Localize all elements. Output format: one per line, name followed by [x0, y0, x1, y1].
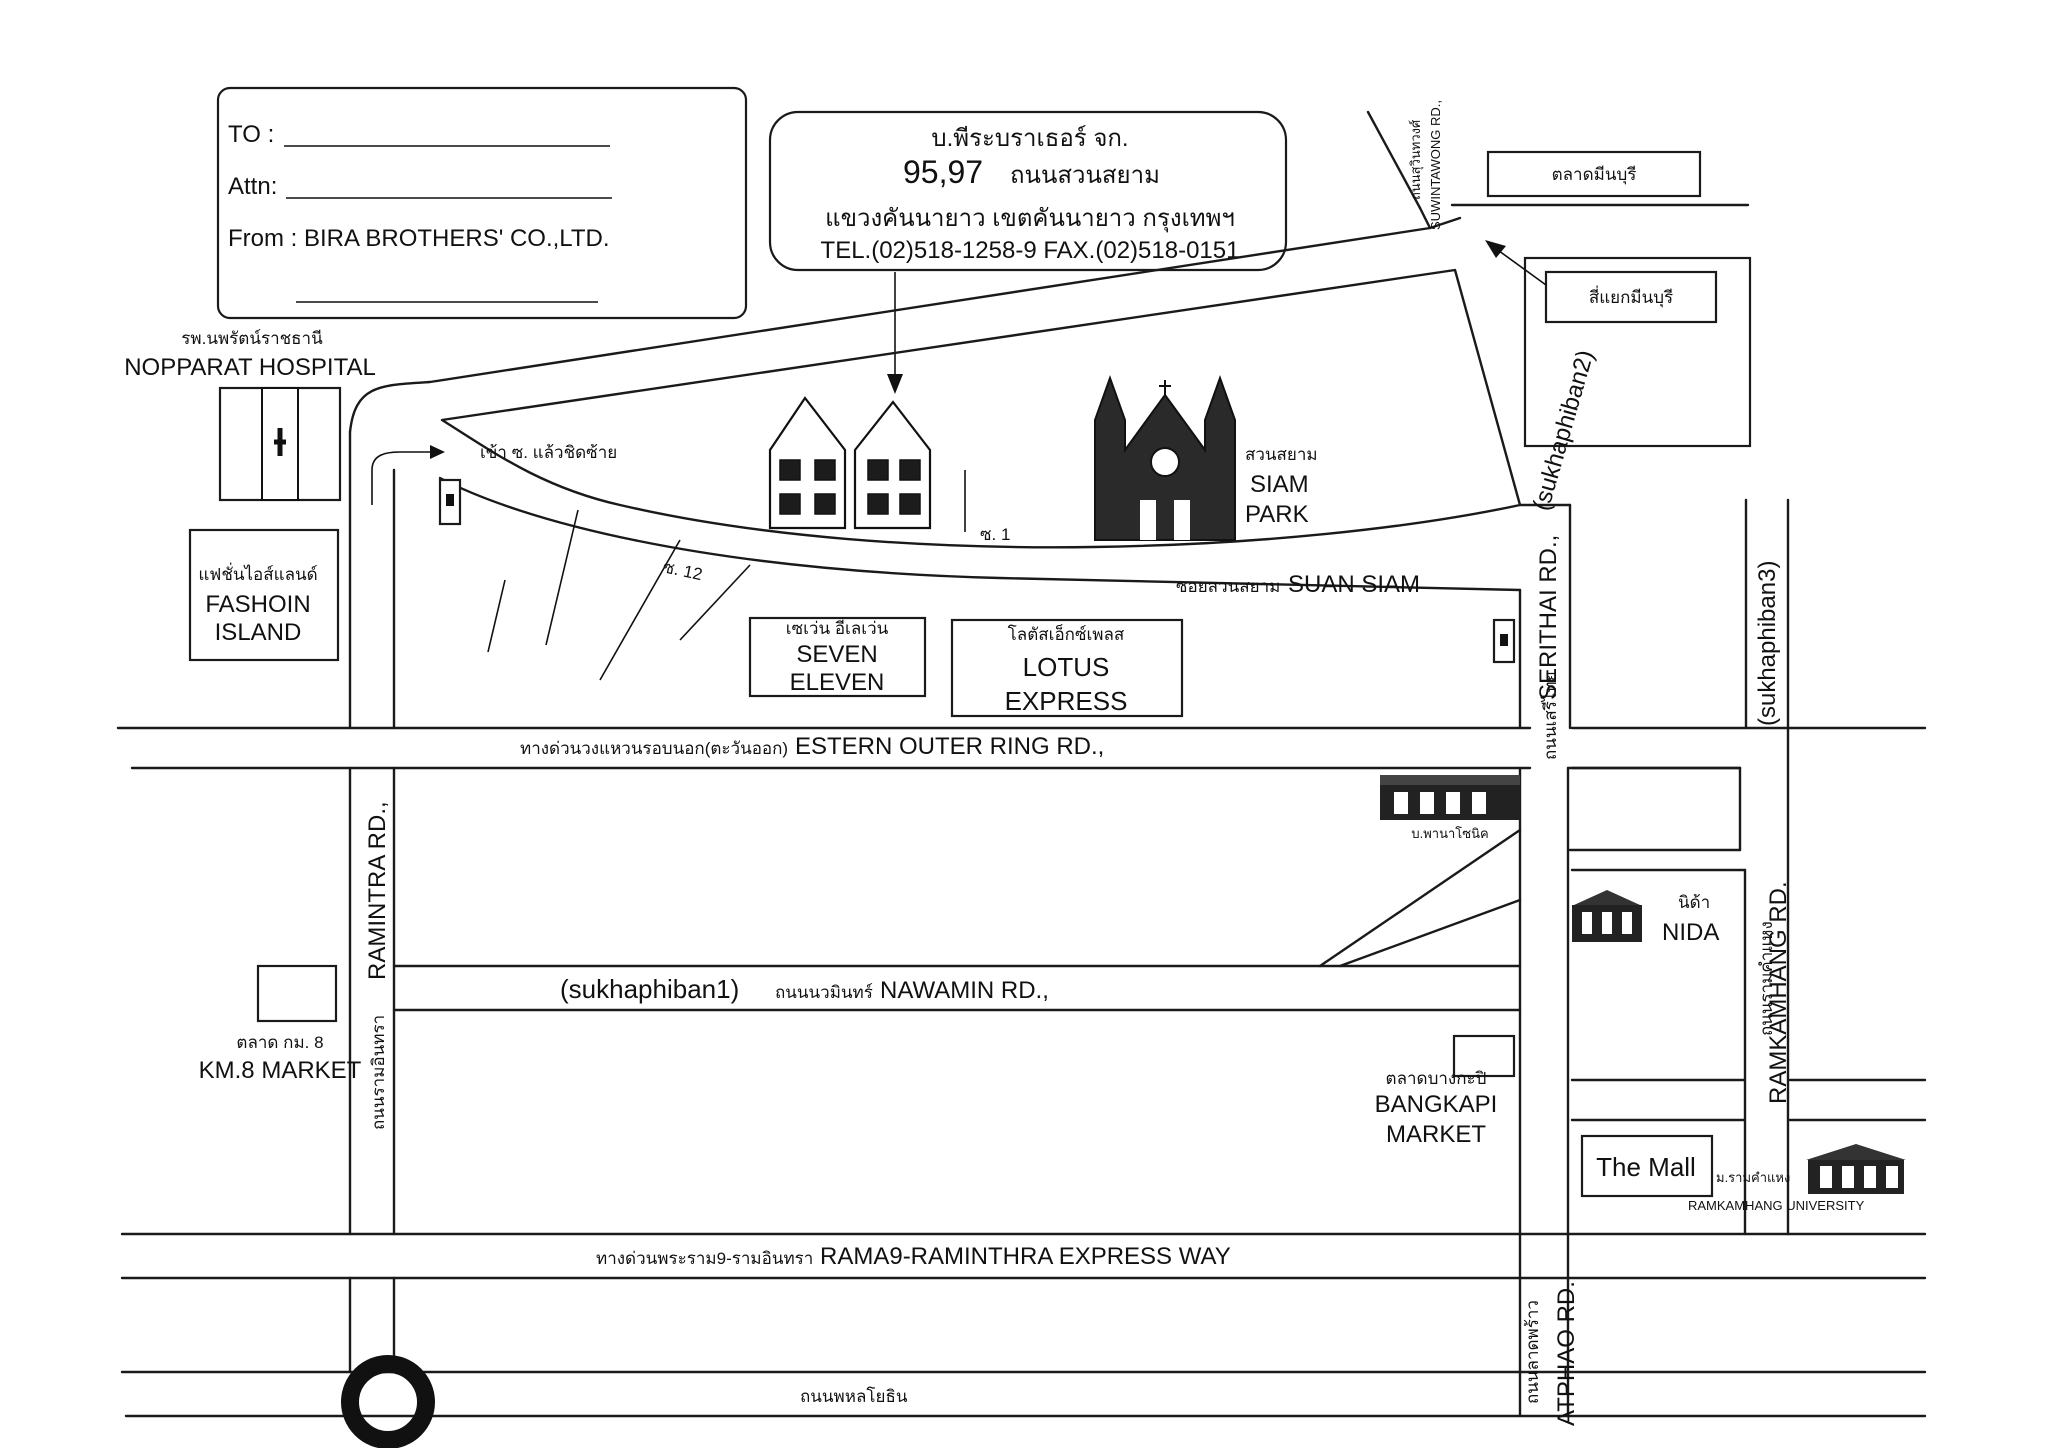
- the-mall-label: The Mall: [1596, 1152, 1696, 1182]
- seven-2: ELEVEN: [790, 669, 885, 696]
- company-buildings-icon: [768, 396, 932, 530]
- ramkhamhaeng-uni-th: ม.รามคำแหง: [1716, 1170, 1790, 1185]
- suan-siam-th: ซอยสวนสยาม: [1176, 577, 1280, 596]
- seven-eleven: เซเว่น อีเลเว่น SEVEN ELEVEN: [748, 616, 927, 698]
- nawamin-th: ถนนนวมินทร์: [775, 983, 873, 1002]
- serithai-en: SERITHAI RD.,: [1535, 535, 1562, 700]
- company-name: บ.พีระบราเธอร์ จก.: [931, 124, 1128, 152]
- expressway-th: ทางด่วนพระราม9-รามอินทรา: [596, 1249, 813, 1268]
- panasonic-th: บ.พานาโซนิค: [1411, 826, 1488, 841]
- km8-th: ตลาด กม. 8: [236, 1033, 323, 1052]
- panasonic-building-icon: [1380, 775, 1520, 820]
- suan-siam-en: SUAN SIAM: [1288, 571, 1420, 598]
- fashion-label-2: ISLAND: [215, 619, 302, 646]
- company-address-box: บ.พีระบราเธอร์ จก. 95,97 ถนนสวนสยาม แขวง…: [768, 110, 1288, 394]
- turn-note-text: เข้า ซ. แล้วชิดซ้าย: [480, 443, 617, 462]
- hospital-label-en: NOPPARAT HOSPITAL: [124, 354, 376, 381]
- sukhaphiban3-label: (sukhaphiban3): [1754, 561, 1781, 726]
- siam-park-1: SIAM: [1250, 471, 1309, 498]
- fashion-label-1: FASHOIN: [205, 591, 310, 618]
- company-street: ถนนสวนสยาม: [1010, 162, 1160, 189]
- siam-park-church-icon: [1094, 375, 1236, 541]
- siam-park-th: สวนสยาม: [1245, 445, 1318, 464]
- roundabout-icon: [341, 1355, 435, 1448]
- soi-1-label: ซ. 1: [980, 525, 1010, 544]
- attn-label: Attn:: [228, 173, 277, 200]
- sukhaphiban1-label: (sukhaphiban1): [560, 974, 739, 1004]
- suwintawong-en: SUWINTAWONG RD.,: [1428, 100, 1443, 230]
- lotus-2: EXPRESS: [1005, 686, 1128, 716]
- from-label: From :: [228, 225, 297, 252]
- ramintra-th: ถนนรามอินทรา: [369, 1015, 388, 1130]
- outer-ring-en: ESTERN OUTER RING RD.,: [795, 733, 1104, 760]
- turn-note: เข้า ซ. แล้วชิดซ้าย: [371, 443, 617, 526]
- hospital-label-th: รพ.นพรัตน์ราชธานี: [181, 329, 323, 348]
- fashion-island: แฟชั่นไอส์แลนด์ FASHOIN ISLAND: [188, 528, 340, 662]
- nawamin-en: NAWAMIN RD.,: [880, 977, 1049, 1004]
- expressway-en: RAMA9-RAMINTHRA EXPRESS WAY: [820, 1243, 1231, 1270]
- hospital-cross-icon: [274, 428, 286, 456]
- nida-building-icon: [1572, 890, 1642, 942]
- siam-park-2: PARK: [1245, 501, 1309, 528]
- from-value: BIRA BROTHERS' CO.,LTD.: [304, 225, 610, 252]
- fashion-label-th: แฟชั่นไอส์แลนด์: [198, 562, 317, 584]
- suwintawong-th: ถนนสุวินทวงศ์: [1408, 119, 1424, 200]
- soi-angled-label: ซ. 12: [661, 557, 704, 584]
- seven-1: SEVEN: [796, 641, 877, 668]
- km8-en: KM.8 MARKET: [199, 1057, 362, 1084]
- lotus-express: โลตัสเอ็กซ์เพลส LOTUS EXPRESS: [950, 618, 1184, 718]
- seven-th: เซเว่น อีเลเว่น: [786, 619, 889, 638]
- university-building-icon: [1806, 1144, 1906, 1194]
- minburi-market: ตลาดมีนบุรี: [1486, 150, 1702, 198]
- minburi-junction: สี่แยกมีนบุรี: [1485, 240, 1718, 324]
- hospital: รพ.นพรัตน์ราชธานี NOPPARAT HOSPITAL: [124, 329, 376, 502]
- minburi-junction-th: สี่แยกมีนบุรี: [1589, 285, 1673, 308]
- ramintra-en: RAMINTRA RD.,: [364, 801, 391, 980]
- bangkapi-1: BANGKAPI: [1375, 1091, 1498, 1118]
- company-district: แขวงคันนายาว เขตคันนายาว กรุงเทพฯ: [825, 205, 1235, 233]
- serithai-th: ถนนเสรีไทย: [1540, 671, 1560, 760]
- nida-en: NIDA: [1662, 919, 1719, 946]
- to-label: TO :: [228, 121, 274, 148]
- latphrao-en: ATPHAO RD.: [1553, 1281, 1580, 1426]
- ramkhamhaeng-uni-en: RAMKAMHANG UNIVERSITY: [1688, 1198, 1865, 1213]
- lotus-1: LOTUS: [1023, 652, 1110, 682]
- nida-th: นิด้า: [1678, 893, 1710, 912]
- address-form: TO : Attn: From : BIRA BROTHERS' CO.,LTD…: [216, 86, 748, 320]
- outer-ring-th: ทางด่วนวงแหวนรอบนอก(ตะวันออก): [520, 739, 788, 758]
- company-number: 95,97: [903, 154, 983, 190]
- company-contact: TEL.(02)518-1258-9 FAX.(02)518-0151: [821, 237, 1240, 264]
- ramkamhang-en: RAMKAMHANG RD.: [1765, 881, 1792, 1104]
- latphrao-th: ถนนลาดพร้าว: [1523, 1300, 1542, 1404]
- bangkapi-th: ตลาดบางกะปิ: [1386, 1069, 1487, 1088]
- minburi-market-th: ตลาดมีนบุรี: [1552, 165, 1637, 185]
- lotus-th: โลตัสเอ็กซ์เพลส: [1008, 623, 1125, 644]
- ramkamhang-th: ถนนรามคำแหง: [1757, 921, 1776, 1036]
- phahon-th: ถนนพหลโยธิน: [800, 1386, 908, 1406]
- bangkapi-2: MARKET: [1386, 1121, 1486, 1148]
